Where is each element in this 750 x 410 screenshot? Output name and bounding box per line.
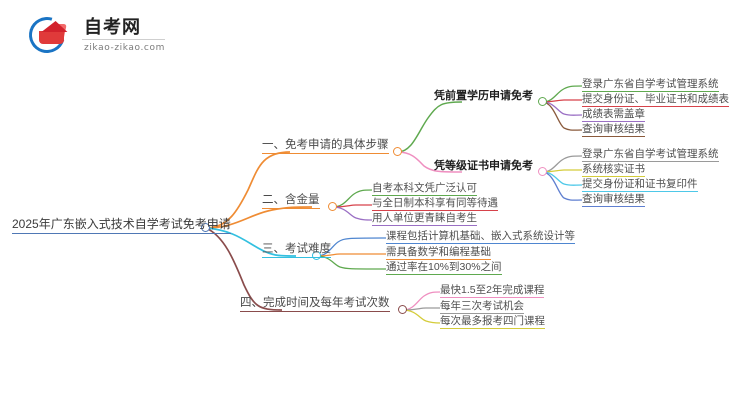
branch-node-1-1[interactable]: 凭前置学历申请免考: [434, 90, 533, 102]
branch-node-1-2[interactable]: 凭等级证书申请免考: [434, 160, 533, 172]
logo-text: 自考网 zikao-zikao.com: [82, 16, 165, 54]
branch-node-4[interactable]: 四、完成时间及每年考试次数: [240, 297, 390, 313]
branch-node-2[interactable]: 二、含金量: [262, 194, 320, 210]
leaf-node-2-3[interactable]: 用人单位更青睐自考生: [372, 212, 477, 227]
leaf-node-1-1-3[interactable]: 成绩表需盖章: [582, 108, 645, 123]
logo-name: 自考网: [82, 17, 165, 40]
root-node[interactable]: 2025年广东嵌入式技术自学考试免考申请: [12, 217, 231, 234]
leaf-node-1-1-4[interactable]: 查询审核结果: [582, 123, 645, 138]
node-dot-branch-1-2[interactable]: [538, 167, 547, 176]
node-dot-branch-4[interactable]: [398, 305, 407, 314]
leaf-node-1-1-2[interactable]: 提交身份证、毕业证书和成绩表: [582, 93, 729, 108]
leaf-node-1-2-4[interactable]: 查询审核结果: [582, 193, 645, 208]
node-dot-branch-2[interactable]: [328, 202, 337, 211]
leaf-node-3-2[interactable]: 需具备数学和编程基础: [386, 246, 491, 261]
leaf-node-2-2[interactable]: 与全日制本科享有同等待遇: [372, 197, 498, 212]
node-dot-branch-1[interactable]: [393, 147, 402, 156]
leaf-node-1-2-3[interactable]: 提交身份证和证书复印件: [582, 178, 698, 193]
branch-node-1[interactable]: 一、免考申请的具体步骤: [262, 139, 389, 155]
leaf-node-1-1-1[interactable]: 登录广东省自学考试管理系统: [582, 78, 719, 93]
leaf-node-4-1[interactable]: 最快1.5至2年完成课程: [440, 284, 545, 299]
node-dot-root[interactable]: [201, 223, 210, 232]
leaf-node-4-3[interactable]: 每次最多报考四门课程: [440, 315, 545, 330]
node-dot-branch-1-1[interactable]: [538, 97, 547, 106]
node-dot-branch-3[interactable]: [312, 251, 321, 260]
leaf-node-1-2-2[interactable]: 系统核实证书: [582, 163, 645, 178]
leaf-node-3-1[interactable]: 课程包括计算机基础、嵌入式系统设计等: [386, 230, 575, 245]
leaf-node-3-3[interactable]: 通过率在10%到30%之间: [386, 261, 502, 276]
branch-node-3[interactable]: 三、考试难度: [262, 243, 331, 259]
leaf-node-4-2[interactable]: 每年三次考试机会: [440, 300, 524, 315]
graduation-cap-icon: [22, 10, 74, 60]
site-logo: 自考网 zikao-zikao.com: [22, 10, 188, 60]
leaf-node-1-2-1[interactable]: 登录广东省自学考试管理系统: [582, 148, 719, 163]
logo-url: zikao-zikao.com: [84, 43, 165, 53]
leaf-node-2-1[interactable]: 自考本科文凭广泛认可: [372, 182, 477, 197]
